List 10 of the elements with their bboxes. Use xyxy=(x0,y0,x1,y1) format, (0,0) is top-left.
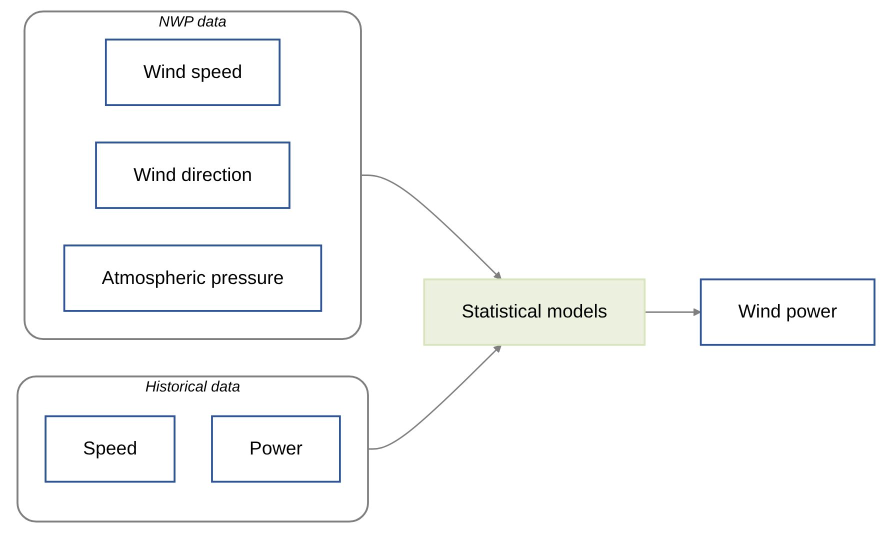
node-box: Wind power xyxy=(700,278,876,346)
node-box: Wind direction xyxy=(95,142,290,209)
arrow xyxy=(360,174,502,280)
node-box: Wind speed xyxy=(104,38,281,106)
node-box: Atmospheric pressure xyxy=(63,244,322,312)
arrow xyxy=(368,344,502,450)
node-box: Speed xyxy=(44,415,176,483)
node-box: Power xyxy=(211,415,341,483)
arrow xyxy=(644,308,702,316)
node-box: Statistical models xyxy=(423,278,646,346)
